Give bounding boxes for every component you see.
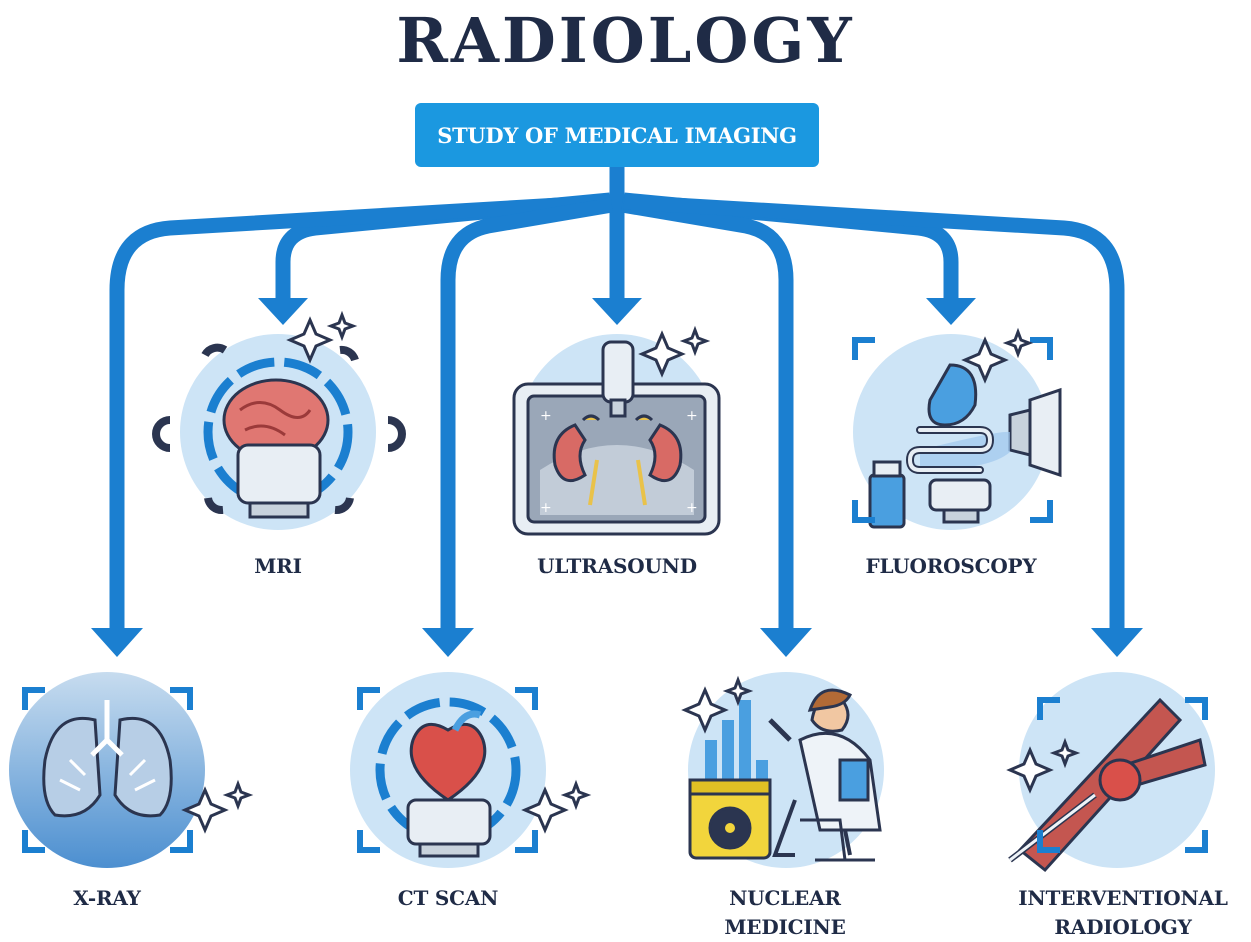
label-interventional-radiology: INTERVENTIONAL RADIOLOGY — [1005, 884, 1241, 942]
ct-scanner-heart-icon — [350, 672, 587, 868]
arrowhead-nuclear — [760, 628, 812, 657]
arrowhead-ctscan — [422, 628, 474, 657]
svg-text:+: + — [686, 500, 698, 516]
label-fluoroscopy: FLUOROSCOPY — [840, 552, 1062, 581]
svg-text:+: + — [540, 500, 552, 516]
svg-text:+: + — [540, 408, 552, 424]
interventional-catheter-icon — [1010, 672, 1215, 870]
xray-lungs-icon — [9, 672, 249, 868]
label-xray: X-RAY — [47, 884, 167, 913]
label-nuclear-line1: NUCLEAR — [695, 884, 875, 913]
label-nuclear-line2: MEDICINE — [695, 913, 875, 942]
ultrasound-kidneys-icon: + + + + — [514, 330, 719, 534]
arrowhead-mri — [258, 298, 308, 325]
arrowhead-interventional — [1091, 628, 1143, 657]
label-mri: MRI — [218, 552, 338, 581]
label-ct-scan: CT SCAN — [368, 884, 528, 913]
arrowhead-xray — [91, 628, 143, 657]
label-interventional-line2: RADIOLOGY — [1005, 913, 1241, 942]
nuclear-medicine-doctor-icon — [685, 672, 884, 868]
fluoroscopy-intestines-icon — [853, 332, 1060, 530]
label-ultrasound: ULTRASOUND — [507, 552, 727, 581]
label-interventional-line1: INTERVENTIONAL — [1005, 884, 1241, 913]
arrowhead-ultrasound — [592, 298, 642, 325]
mri-scanner-brain-icon — [156, 315, 402, 530]
svg-text:+: + — [686, 408, 698, 424]
arrowhead-fluoroscopy — [926, 298, 976, 325]
label-nuclear-medicine: NUCLEAR MEDICINE — [695, 884, 875, 942]
